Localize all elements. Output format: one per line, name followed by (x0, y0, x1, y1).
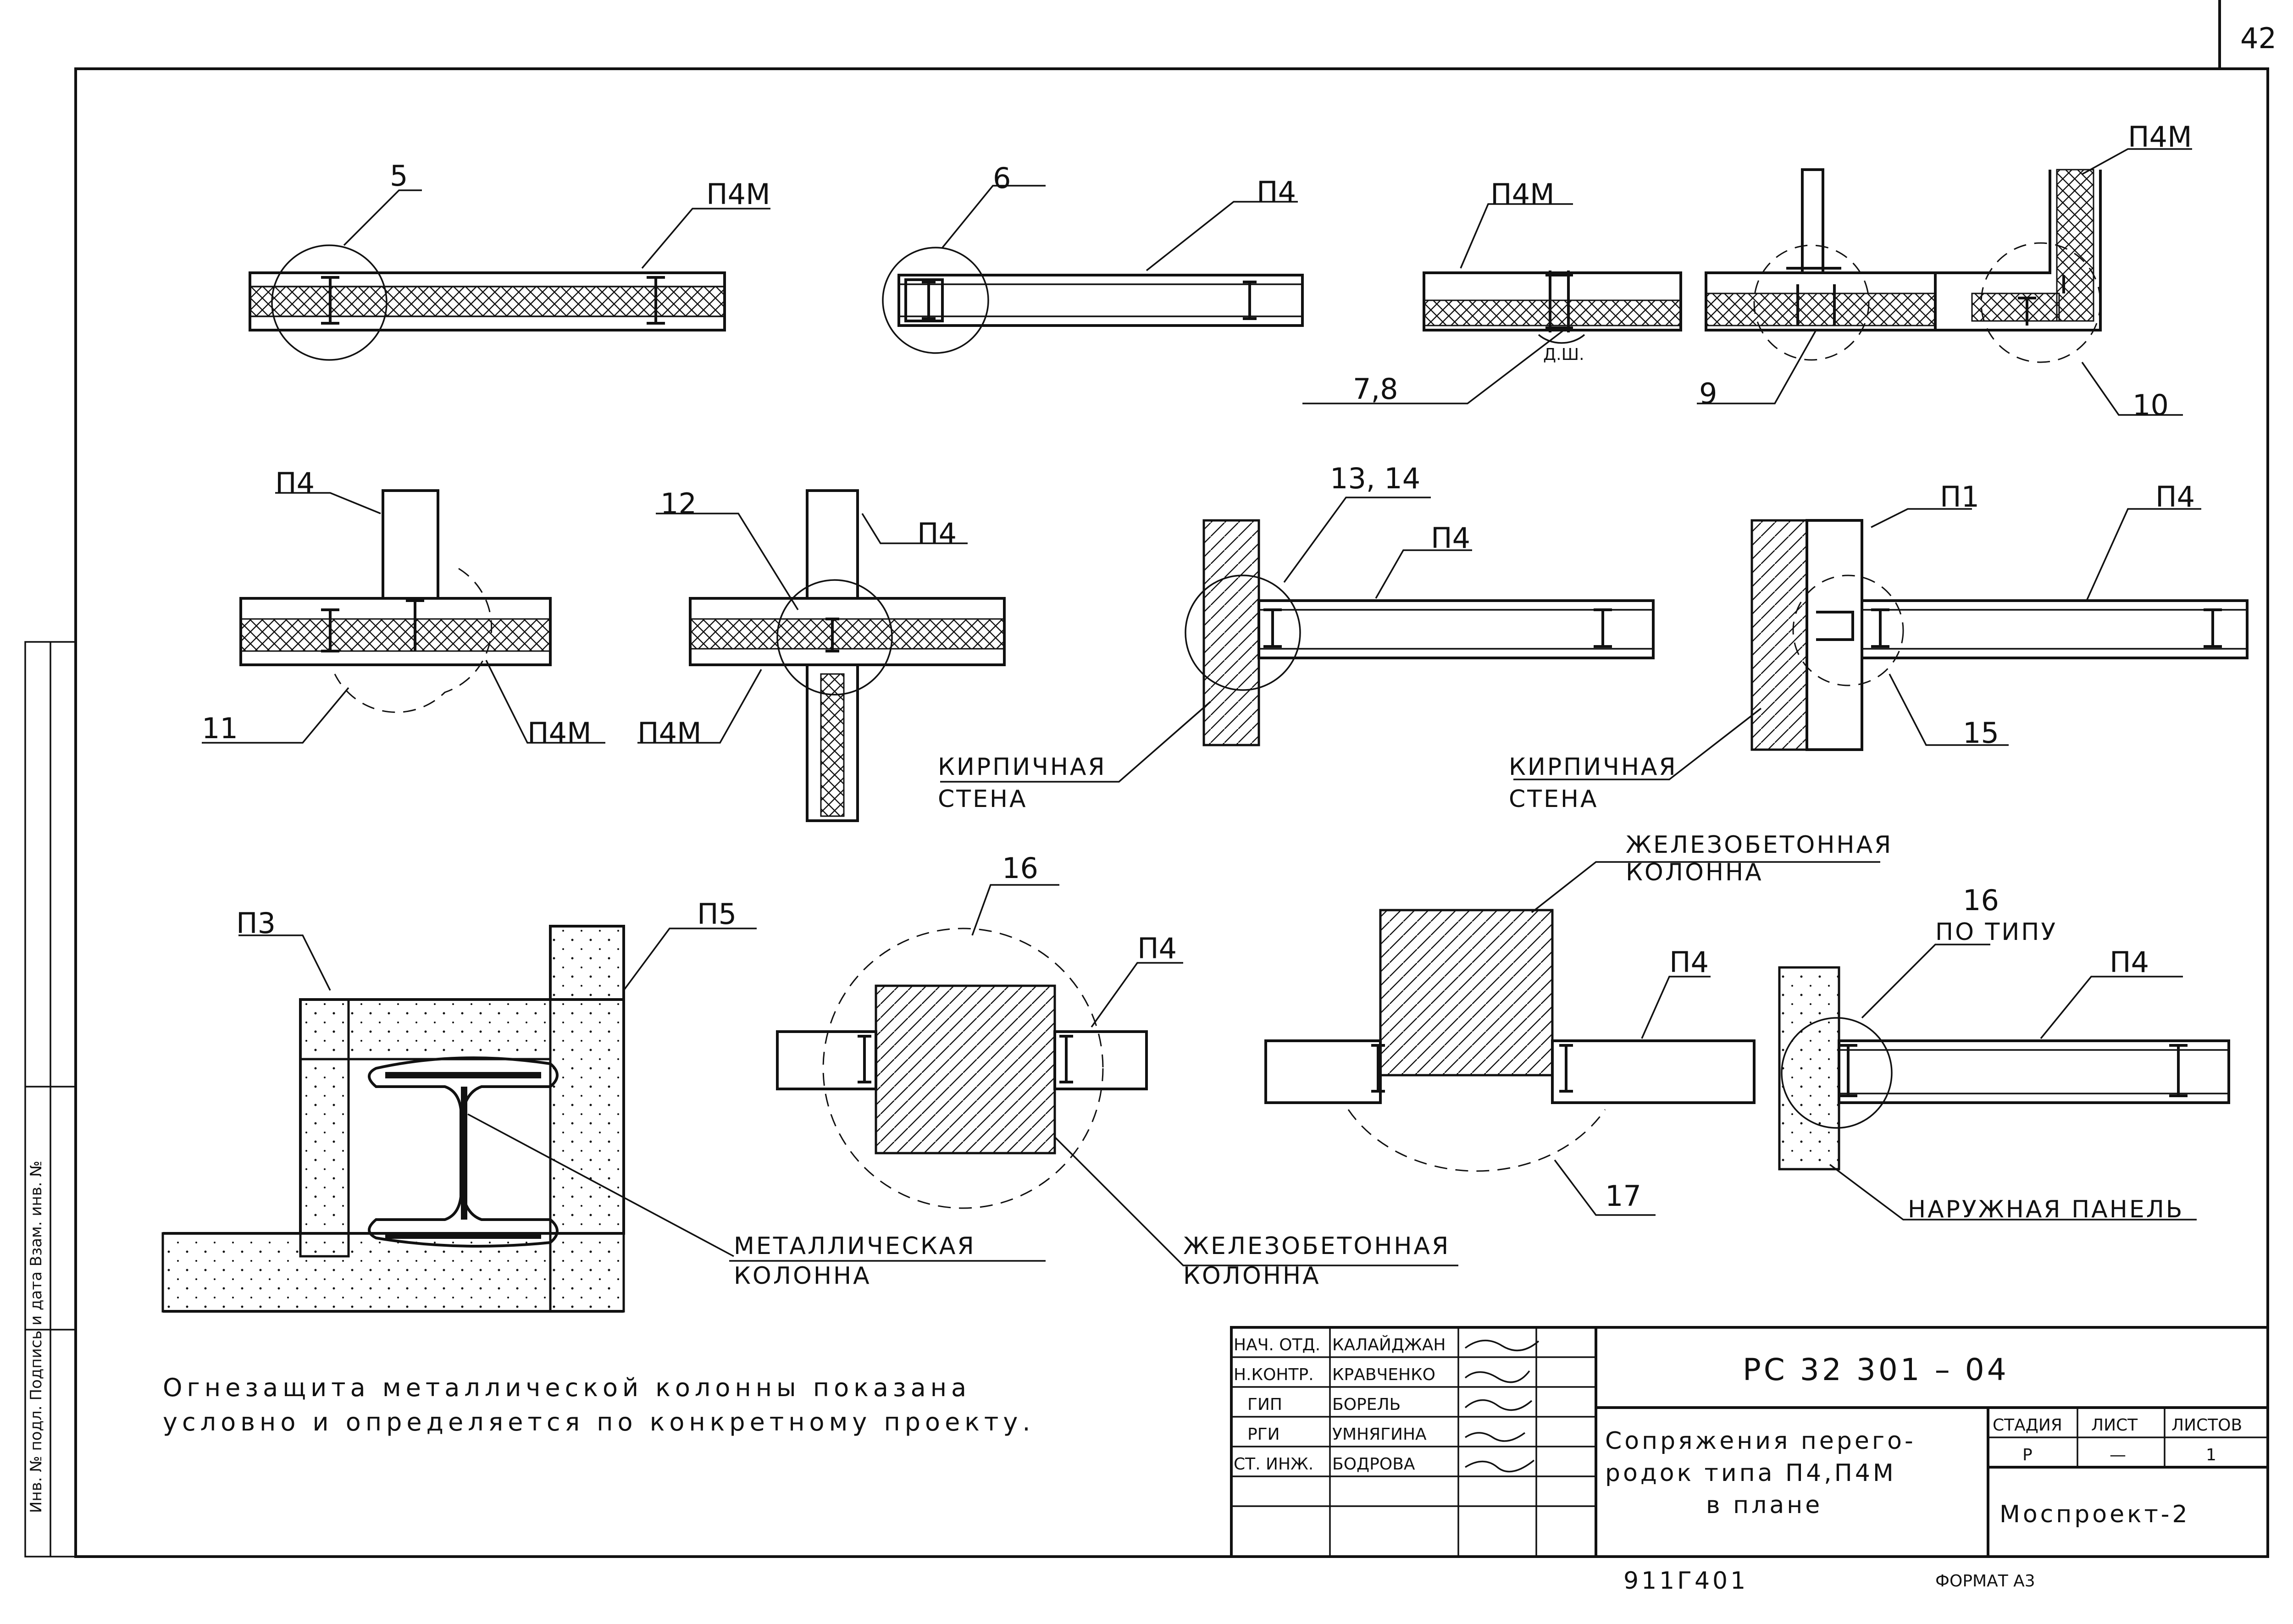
label-brick-wall-b-1: КИРПИЧНАЯ (1509, 753, 1678, 781)
detail-13-14 (940, 497, 1655, 783)
note-line-2: условно и определяется по конкретному пр… (163, 1408, 1035, 1436)
sheet-number: 42 (2240, 22, 2276, 55)
label-brick-wall-a-2: СТЕНА (938, 785, 1028, 813)
label-p4-7: П4 (1431, 521, 1470, 555)
tb-name-1: КАЛАЙДЖАН (1332, 1335, 1446, 1354)
tb-role-4: РГИ (1247, 1425, 1280, 1444)
callout-9: 9 (1699, 377, 1717, 410)
label-p4-8: П4 (2155, 480, 2195, 514)
label-metal-column-1: МЕТАЛЛИЧЕСКАЯ (734, 1232, 976, 1260)
label-p4-9: П4 (1137, 932, 1177, 965)
tb-name-4: УМНЯГИНА (1332, 1425, 1427, 1444)
label-p4m-6: П4М (637, 716, 702, 750)
detail-metal-column (161, 925, 757, 1313)
label-p4-6: П4 (917, 517, 957, 550)
callout-11: 11 (202, 712, 238, 745)
tb-role-2: Н.КОНТР. (1234, 1365, 1314, 1384)
tb-role-3: ГИП (1247, 1395, 1282, 1414)
label-rc-column-1-1: ЖЕЛЕЗОБЕТОННАЯ (1183, 1232, 1450, 1260)
tb-title-1: Сопряжения перего- (1605, 1427, 1916, 1455)
label-p3: П3 (236, 906, 276, 940)
label-p1: П1 (1940, 480, 1979, 514)
detail-16-exterior-panel (1778, 944, 2230, 1221)
tb-sheet-header: ЛИСТ (2091, 1416, 2138, 1435)
label-p4-11: П4 (2110, 945, 2149, 979)
detail-11 (202, 489, 605, 744)
tb-stage: Р (2022, 1446, 2033, 1464)
label-rc-column-1-2: КОЛОННА (1183, 1262, 1321, 1290)
label-p4-10: П4 (1669, 945, 1709, 979)
callout-16b: 16 (1963, 884, 1999, 917)
callout-12: 12 (660, 487, 697, 520)
side-stamp-text: Инв. № подл. Подпись и дата Взам. инв. № (27, 1160, 45, 1513)
tb-name-3: БОРЕЛЬ (1332, 1395, 1401, 1414)
label-rc-column-2-1: ЖЕЛЕЗОБЕТОННАЯ (1626, 831, 1893, 859)
label-p4-5: П4 (275, 466, 315, 500)
tb-sheets-header: ЛИСТОВ (2171, 1416, 2242, 1435)
detail-10 (1935, 148, 2192, 416)
tb-org: Моспроект-2 (1999, 1501, 2190, 1528)
title-block (1230, 1326, 2269, 1558)
tb-title-3: в плане (1706, 1491, 1822, 1519)
detail-5 (249, 189, 770, 361)
callout-7-8: 7,8 (1353, 372, 1398, 406)
tb-sheet: — (2110, 1446, 2126, 1464)
detail-16-rc-column (776, 884, 1458, 1266)
label-brick-wall-b-2: СТЕНА (1509, 785, 1599, 813)
tb-signatures (1464, 1340, 1540, 1473)
callout-6: 6 (993, 161, 1011, 195)
callout-15: 15 (1963, 716, 1999, 750)
tb-title-2: родок типа П4,П4М (1605, 1459, 1896, 1487)
tb-sheets: 1 (2206, 1446, 2216, 1464)
callout-17: 17 (1605, 1179, 1641, 1213)
detail-9 (1697, 168, 1937, 404)
detail-17-rc-column (1264, 861, 1880, 1216)
format-label: ФОРМАТ А3 (1935, 1572, 2035, 1591)
tb-code: РС 32 301 – 04 (1743, 1352, 2009, 1387)
callout-5: 5 (390, 159, 408, 193)
detail-7-8 (1302, 203, 1682, 404)
callout-16a: 16 (1002, 851, 1038, 885)
label-metal-column-2: КОЛОННА (734, 1262, 871, 1290)
label-dsh: Д.Ш. (1543, 345, 1584, 364)
tb-role-5: СТ. ИНЖ. (1234, 1455, 1313, 1474)
label-rc-column-2-2: КОЛОННА (1626, 859, 1763, 886)
side-stamp: Инв. № подл. Подпись и дата Взам. инв. № (24, 641, 77, 1558)
label-exterior-panel: НАРУЖНАЯ ПАНЕЛЬ (1908, 1196, 2184, 1223)
tb-name-2: КРАВЧЕНКО (1332, 1365, 1435, 1384)
callout-13-14: 13, 14 (1330, 462, 1420, 495)
label-p5: П5 (697, 897, 737, 931)
tb-role-1: НАЧ. ОТД. (1234, 1336, 1320, 1354)
label-p4m-3: П4М (1490, 177, 1555, 211)
label-by-type: ПО ТИПУ (1935, 918, 2057, 946)
tb-stage-header: СТАДИЯ (1993, 1416, 2062, 1435)
label-brick-wall-a-1: КИРПИЧНАЯ (938, 753, 1107, 781)
callout-10: 10 (2132, 388, 2169, 422)
inventory-number: 911Г401 (1623, 1567, 1748, 1595)
detail-12 (637, 489, 1006, 822)
detail-6 (882, 185, 1304, 354)
tb-name-5: БОДРОВА (1332, 1455, 1415, 1474)
label-p4-2: П4 (1257, 175, 1296, 209)
label-p4m-1: П4М (706, 177, 770, 211)
note-line-1: Огнезащита металлической колонны показан… (163, 1373, 971, 1402)
label-p4m-5: П4М (527, 716, 592, 750)
detail-15 (1513, 508, 2249, 780)
label-p4m-4: П4М (2128, 120, 2192, 154)
